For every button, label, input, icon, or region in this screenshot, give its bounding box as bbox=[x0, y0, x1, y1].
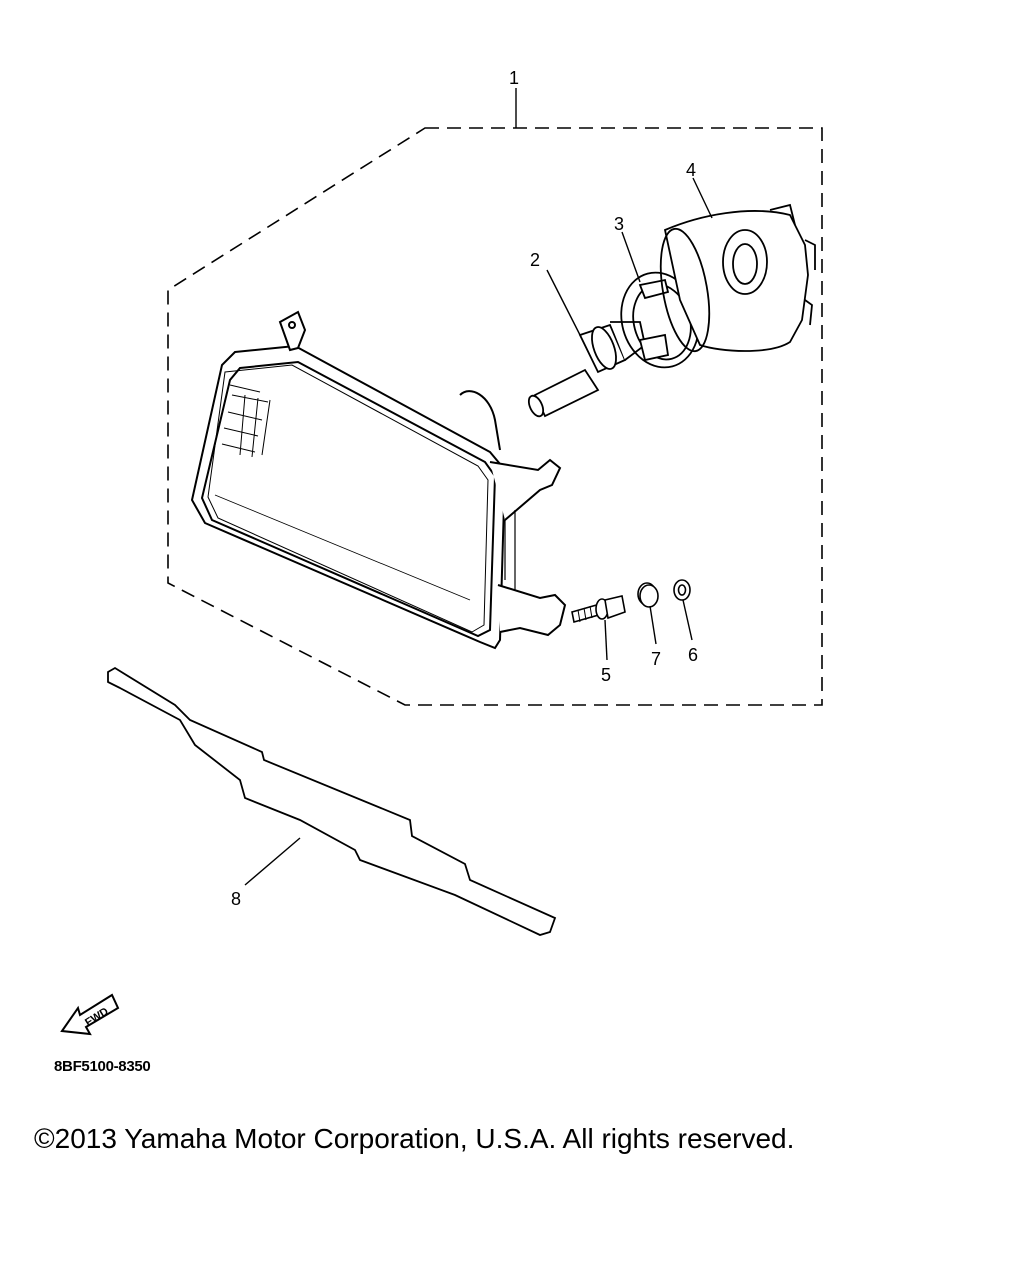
callout-7: 7 bbox=[651, 649, 661, 669]
diagram-code: 8BF5100-8350 bbox=[54, 1058, 151, 1075]
callout-8: 8 bbox=[231, 889, 241, 909]
headlight-housing bbox=[190, 310, 567, 650]
fwd-arrow-icon: FWD bbox=[60, 993, 120, 1036]
washer bbox=[673, 579, 691, 601]
bulb bbox=[527, 321, 647, 418]
leader-lines bbox=[244, 88, 713, 886]
callout-4: 4 bbox=[686, 160, 696, 180]
assembly-boundary bbox=[167, 127, 823, 706]
callout-6: 6 bbox=[688, 645, 698, 665]
callout-3: 3 bbox=[614, 214, 624, 234]
callout-5: 5 bbox=[601, 665, 611, 685]
adjusting-screw bbox=[571, 595, 626, 624]
callout-2: 2 bbox=[530, 250, 540, 270]
copyright-notice: ©2013 Yamaha Motor Corporation, U.S.A. A… bbox=[34, 1123, 795, 1154]
headlight-stay bbox=[107, 666, 557, 936]
bulb-cover bbox=[659, 203, 816, 353]
callout-1: 1 bbox=[509, 68, 519, 88]
nut bbox=[637, 582, 659, 608]
